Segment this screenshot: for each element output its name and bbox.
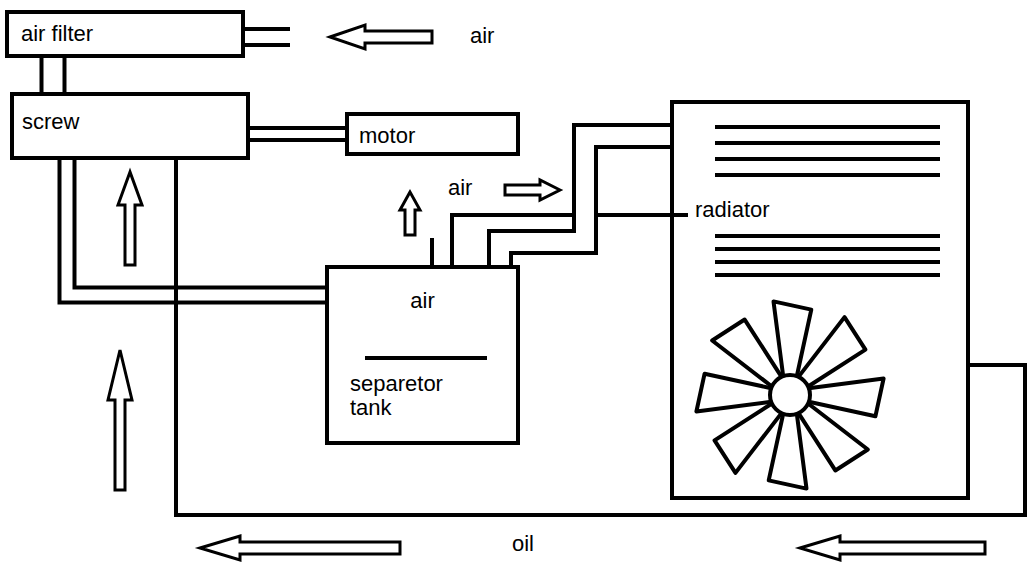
process-box: air filter <box>5 10 245 58</box>
flow-label: air <box>470 24 494 48</box>
inlet-pipe <box>245 43 290 47</box>
pipe <box>53 58 54 92</box>
flow-label: oil <box>512 532 534 556</box>
process-box: motor <box>345 112 520 156</box>
flow-arrow <box>505 180 560 200</box>
pipe-wall <box>40 58 67 92</box>
pipe-bore <box>67 160 325 295</box>
box-text: separetor tank <box>350 372 480 420</box>
label-holder: oil <box>512 532 534 556</box>
process-box: radiator <box>670 100 970 500</box>
label-holder: air <box>470 24 494 48</box>
flow-arrow <box>118 172 142 265</box>
pipe <box>250 134 345 135</box>
fan <box>696 301 883 488</box>
pipe <box>67 160 325 295</box>
separator-plate <box>365 356 487 360</box>
flow-arrow <box>400 192 420 235</box>
pipe <box>500 136 670 265</box>
outlet-pipe <box>430 238 434 265</box>
process-box: air separetor tank <box>325 265 520 445</box>
label-holder: air <box>448 176 472 200</box>
box-text: air <box>410 289 434 313</box>
box-text: motor <box>359 124 415 148</box>
pipe-bore <box>250 130 345 138</box>
flow-arrow <box>800 536 985 560</box>
inlet-pipe <box>245 27 290 31</box>
box-text: radiator <box>695 198 770 222</box>
box-text: air filter <box>21 22 93 46</box>
flow-label: air <box>448 176 472 200</box>
flow-arrow <box>200 536 400 560</box>
process-box: screw <box>10 92 250 160</box>
box-text: screw <box>22 110 79 134</box>
pipe-wall <box>67 160 325 295</box>
flow-arrow <box>108 350 132 490</box>
pipe-wall <box>176 160 1025 515</box>
flow-arrow <box>330 25 432 49</box>
pipe-bore <box>500 136 670 265</box>
pipe-wall <box>250 126 345 142</box>
pipe <box>176 160 1025 515</box>
pipe-wall <box>500 136 670 265</box>
pipe-bore <box>44 58 63 92</box>
